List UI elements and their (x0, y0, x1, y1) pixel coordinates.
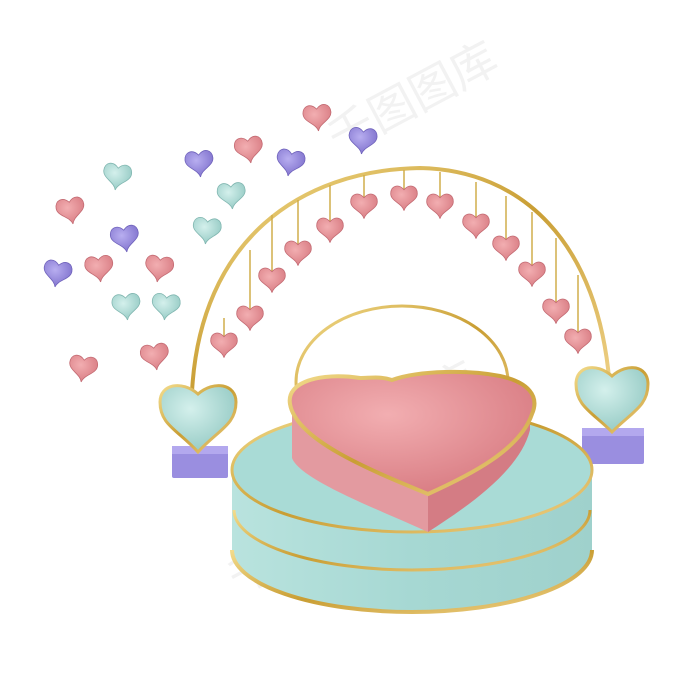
left-pillar (158, 384, 238, 478)
hanging-heart (542, 298, 570, 325)
heart-box (287, 369, 537, 532)
floating-heart (40, 258, 74, 290)
floating-heart (149, 292, 182, 322)
floating-heart (110, 292, 142, 322)
left-pillar-heart (158, 384, 238, 455)
hanging-heart (564, 328, 592, 355)
hanging-heart (518, 261, 546, 288)
hanging-heart (210, 332, 238, 359)
floating-heart (66, 353, 100, 385)
hanging-hearts (210, 170, 592, 359)
floating-heart (100, 161, 134, 193)
floating-hearts (40, 103, 379, 385)
right-pillar-heart (574, 366, 650, 435)
floating-heart (54, 195, 88, 227)
hanging-heart (492, 235, 520, 262)
hanging-heart (426, 193, 454, 220)
floating-heart (142, 253, 176, 285)
floating-heart (108, 223, 142, 255)
hanging-heart (284, 240, 312, 267)
floating-heart (83, 254, 116, 284)
hanging-heart (462, 213, 490, 240)
floating-heart (183, 149, 215, 179)
hanging-heart (236, 305, 264, 332)
gold-arch (190, 165, 612, 393)
hanging-heart (316, 217, 344, 244)
floating-heart (273, 147, 307, 179)
right-pillar-base (582, 428, 644, 464)
hanging-heart (390, 185, 418, 212)
hanging-heart (350, 193, 378, 220)
floating-heart (232, 134, 266, 166)
hanging-heart (258, 267, 286, 294)
watermark-top: 千图图库 (319, 31, 507, 165)
floating-heart (216, 181, 247, 211)
right-pillar (574, 366, 650, 464)
floating-heart (190, 216, 223, 246)
heart-box-lid (287, 369, 537, 497)
floating-heart (138, 341, 172, 373)
